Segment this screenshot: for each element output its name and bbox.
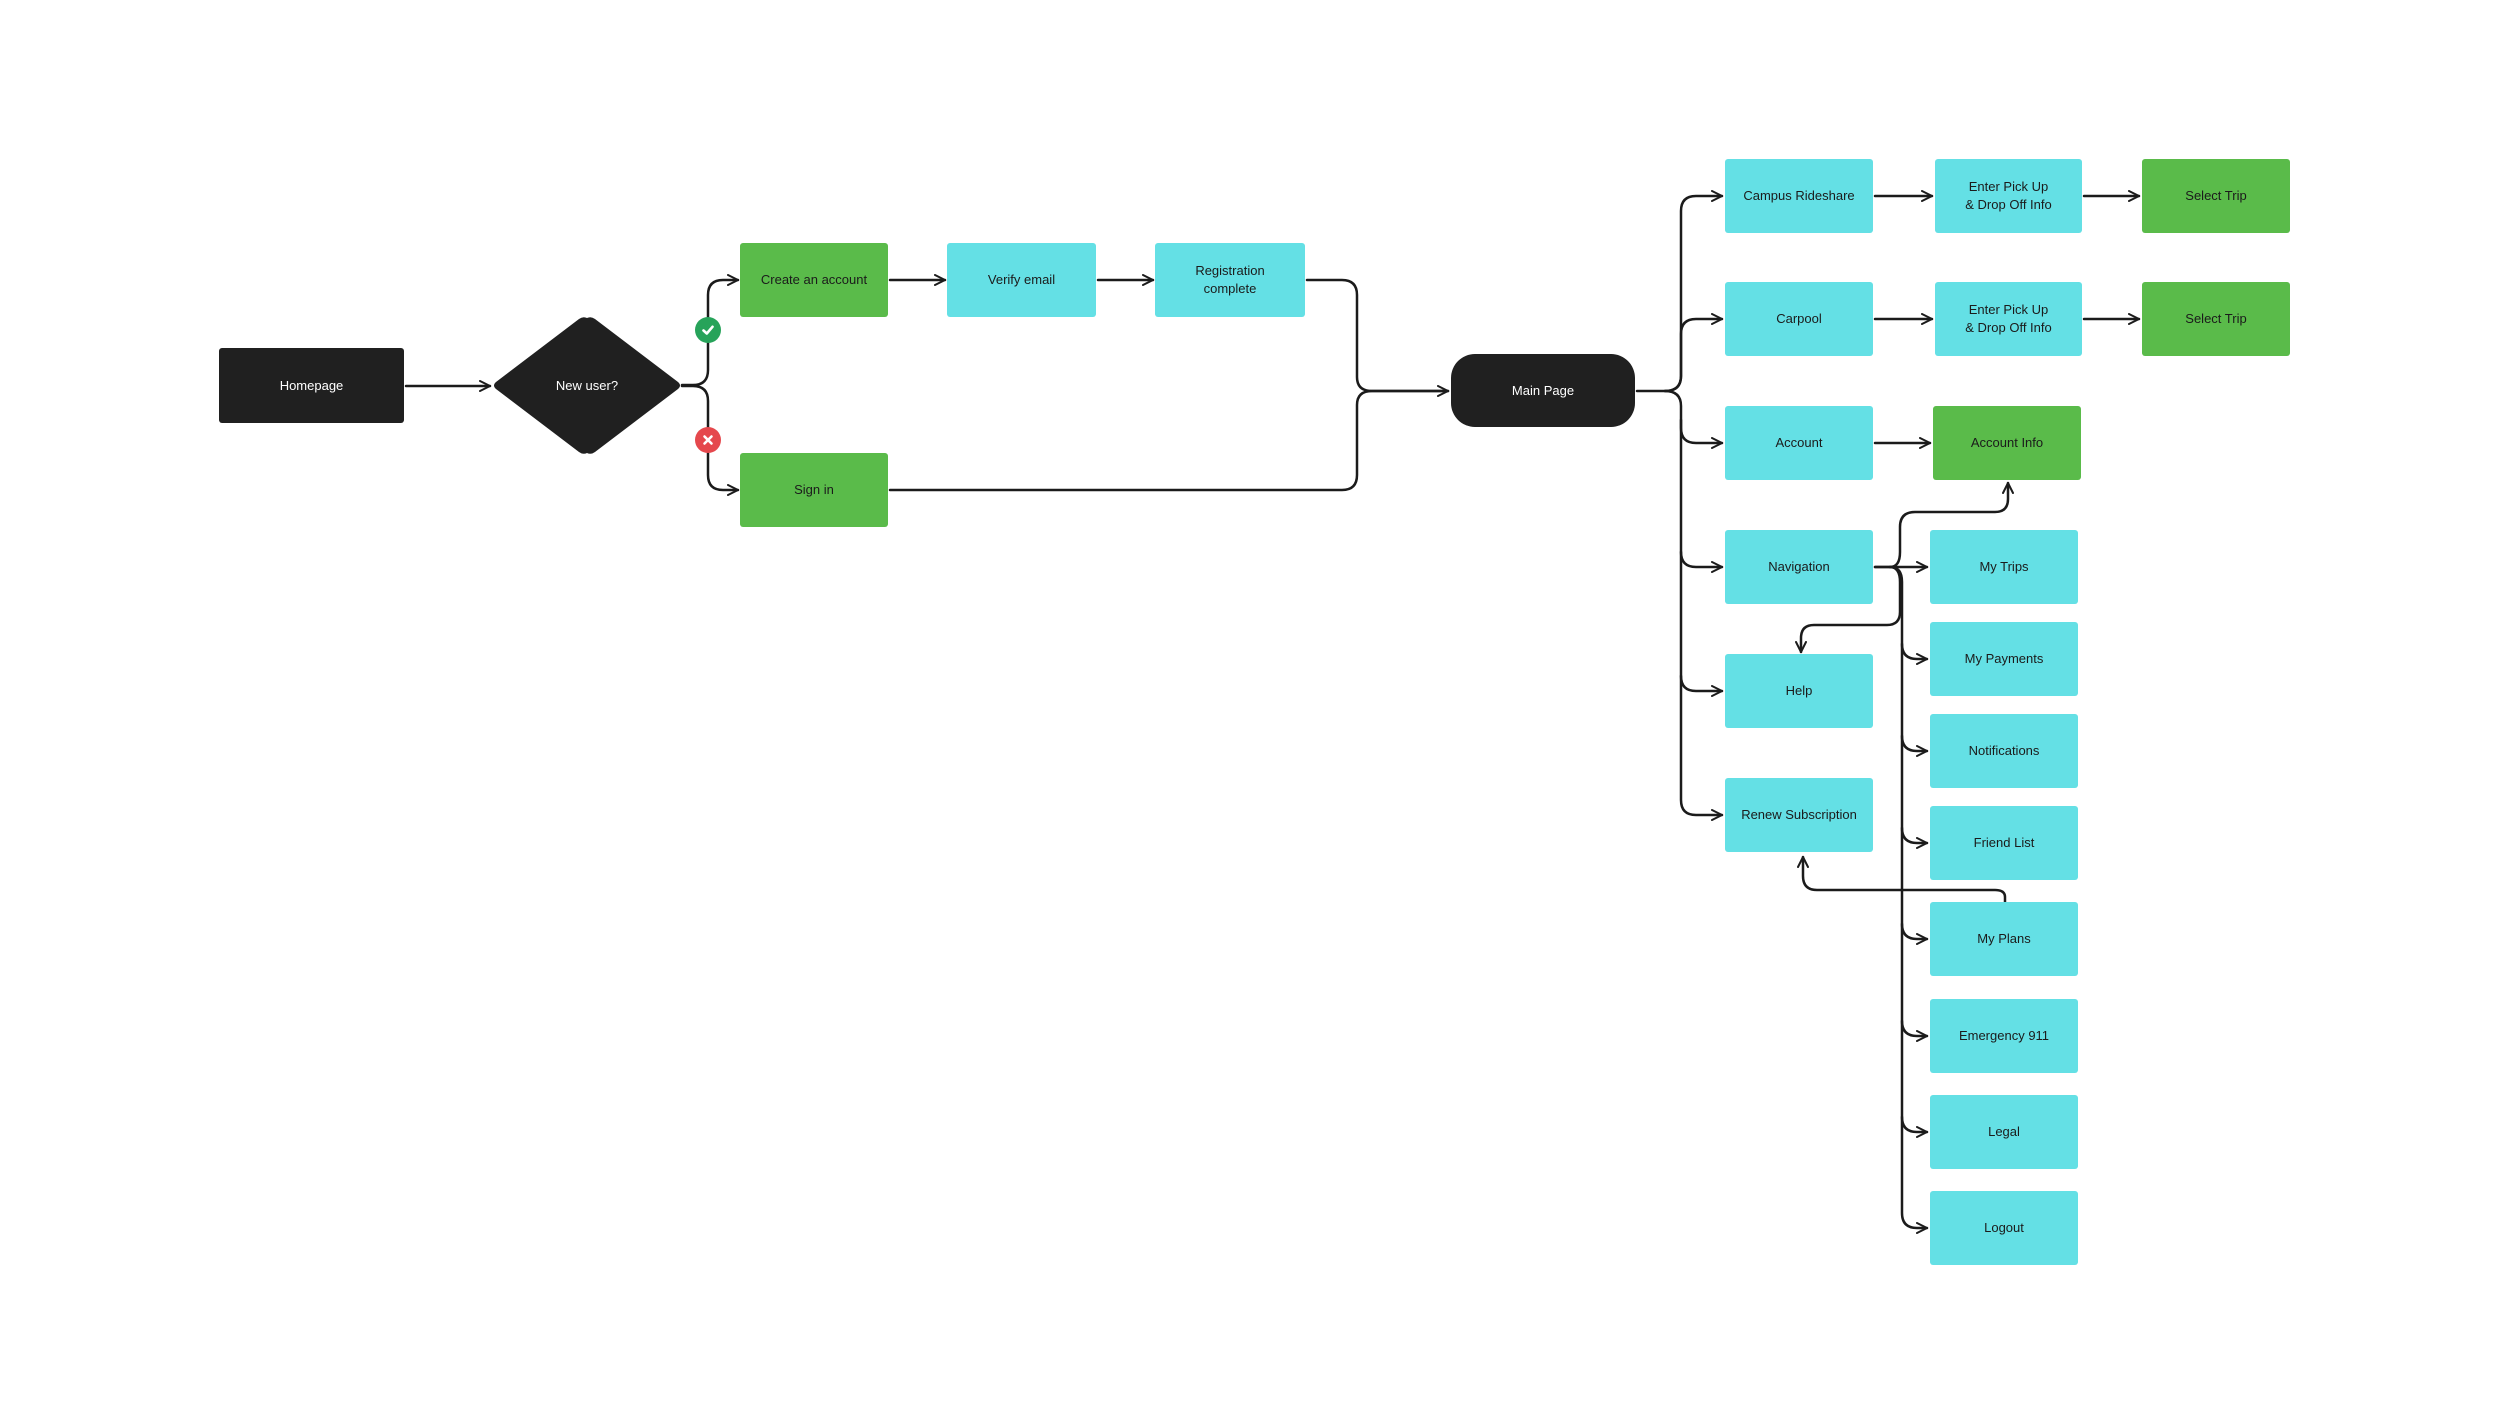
campus-rideshare-node[interactable]: Campus Rideshare [1725,159,1873,233]
legal-node[interactable]: Legal [1930,1095,2078,1169]
account-node[interactable]: Account [1725,406,1873,480]
registration-complete-node[interactable]: Registration complete [1155,243,1305,317]
friend-list-node[interactable]: Friend List [1930,806,2078,880]
edge-main-to-help [1679,550,1724,697]
edge-signin-to-main [888,389,1450,492]
logout-node[interactable]: Logout [1930,1191,2078,1265]
create-account-node[interactable]: Create an account [740,243,888,317]
edge-trunk-to-notifications [1900,734,1929,757]
decision-diamond-shape [494,317,680,454]
homepage-node[interactable]: Homepage [219,348,404,423]
renew-subscription-node[interactable]: Renew Subscription [1725,778,1873,852]
select-trip-node-2[interactable]: Select Trip [2142,282,2290,356]
my-plans-node[interactable]: My Plans [1930,902,2078,976]
new-user-label: New user? [555,378,619,393]
edge-navigation-to-account-info [1873,481,2014,569]
edge-trunk-to-legal [1900,1115,1929,1138]
verify-email-node[interactable]: Verify email [947,243,1096,317]
edge-main-to-renew [1679,674,1724,821]
help-node[interactable]: Help [1725,654,1873,728]
sign-in-node[interactable]: Sign in [740,453,888,527]
navigation-node[interactable]: Navigation [1725,530,1873,604]
notifications-node[interactable]: Notifications [1930,714,2078,788]
account-info-node[interactable]: Account Info [1933,406,2081,480]
edge-navigation-to-help [1795,565,1902,654]
main-page-node[interactable]: Main Page [1451,354,1635,427]
edge-main-to-account [1663,389,1724,449]
pickup-dropoff-node-1[interactable]: Enter Pick Up & Drop Off Info [1935,159,2082,233]
edge-navigation-trunk [1888,565,1929,1234]
edge-myplans-to-renew [1797,855,2007,905]
carpool-node[interactable]: Carpool [1725,282,1873,356]
edge-main-to-carpool [1663,313,1724,393]
edge-trunk-to-emergency [1900,1019,1929,1042]
emergency-911-node[interactable]: Emergency 911 [1930,999,2078,1073]
edge-main-to-trunk [1635,190,1724,393]
my-trips-node[interactable]: My Trips [1930,530,2078,604]
select-trip-node-1[interactable]: Select Trip [2142,159,2290,233]
cross-icon [695,427,721,453]
new-user-decision[interactable]: New user? [492,316,682,455]
my-payments-node[interactable]: My Payments [1930,622,2078,696]
edge-trunk-to-friendlist [1900,826,1929,849]
check-icon [695,317,721,343]
edge-registration-to-main [1305,278,1450,397]
edge-trunk-to-myplans [1900,922,1929,945]
edge-trunk-to-mypayments [1900,642,1929,665]
pickup-dropoff-node-2[interactable]: Enter Pick Up & Drop Off Info [1935,282,2082,356]
